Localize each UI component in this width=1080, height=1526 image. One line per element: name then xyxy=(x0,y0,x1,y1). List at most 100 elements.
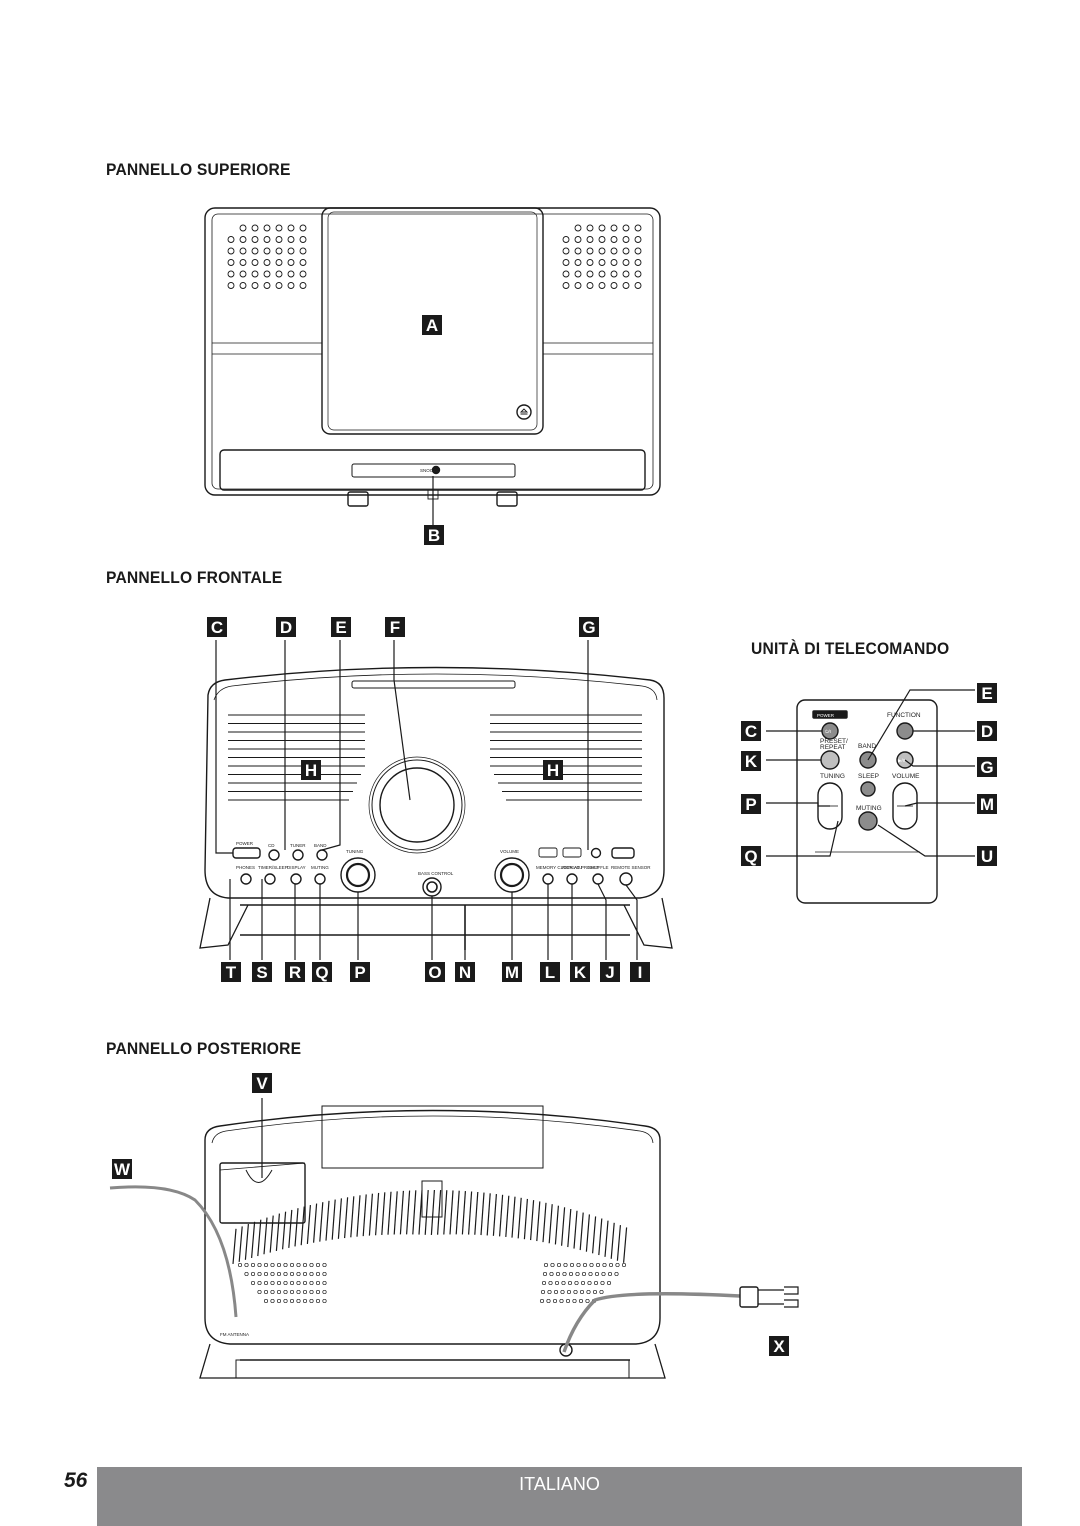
page-number: 56 xyxy=(64,1469,88,1492)
label-k: K xyxy=(741,751,761,771)
svg-text:B: B xyxy=(428,526,440,545)
svg-text:E: E xyxy=(981,684,992,703)
svg-text:C: C xyxy=(211,618,223,637)
rear-panel-drawing xyxy=(109,1105,799,1379)
label-r: R xyxy=(285,962,305,982)
svg-text:K: K xyxy=(574,963,587,982)
display-text: DISPLAY xyxy=(287,865,306,870)
svg-text:S: S xyxy=(256,963,267,982)
muting-text: MUTING xyxy=(311,865,329,870)
label-q: Q xyxy=(312,962,332,982)
svg-text:G: G xyxy=(582,618,595,637)
svg-text:R: R xyxy=(289,963,301,982)
svg-text:N: N xyxy=(459,963,471,982)
label-h: H xyxy=(301,760,321,780)
svg-text:W: W xyxy=(114,1160,131,1179)
svg-text:D: D xyxy=(280,618,292,637)
remote-function-text: FUNCTION xyxy=(887,712,921,719)
footer-bar xyxy=(97,1467,1022,1526)
label-c: C xyxy=(741,721,761,741)
svg-text:C: C xyxy=(745,722,757,741)
svg-text:O: O xyxy=(428,963,441,982)
svg-text:V: V xyxy=(256,1074,268,1093)
label-v: V xyxy=(252,1073,272,1093)
label-f: F xyxy=(385,617,405,637)
label-q: Q xyxy=(741,846,761,866)
svg-text:I: I xyxy=(638,963,643,982)
front-panel-drawing xyxy=(199,666,673,950)
timer-sleep-text: TIMER/SLEEP xyxy=(258,865,288,870)
label-s: S xyxy=(252,962,272,982)
label-x: X xyxy=(769,1336,789,1356)
label-g: G xyxy=(977,757,997,777)
remote-play-pause-text: ▶/II xyxy=(898,758,905,763)
label-p: P xyxy=(741,794,761,814)
label-m: M xyxy=(502,962,522,982)
svg-text:Q: Q xyxy=(315,963,328,982)
label-e: E xyxy=(331,617,351,637)
label-k: K xyxy=(570,962,590,982)
label-d: D xyxy=(276,617,296,637)
label-a: A xyxy=(422,315,442,335)
svg-text:A: A xyxy=(426,316,438,335)
label-h: H xyxy=(543,760,563,780)
remote-sleep-text: SLEEP xyxy=(858,773,879,780)
svg-text:K: K xyxy=(745,752,758,771)
power-text: POWER xyxy=(236,841,254,846)
label-i: I xyxy=(630,962,650,982)
remote-preset-text-1: PRESET/ xyxy=(820,738,848,745)
svg-text:P: P xyxy=(354,963,365,982)
heading-front-panel: PANNELLO FRONTALE xyxy=(106,568,283,587)
footer-language: ITALIANO xyxy=(519,1474,600,1494)
svg-text:H: H xyxy=(305,761,317,780)
remote-band-text: BAND xyxy=(858,743,876,750)
volume-text: VOLUME xyxy=(500,849,519,854)
label-w: W xyxy=(112,1159,132,1179)
bass-control-text: BASS CONTROL xyxy=(418,871,454,876)
top-panel-drawing xyxy=(204,207,661,507)
heading-rear-panel: PANNELLO POSTERIORE xyxy=(106,1039,302,1058)
svg-text:G: G xyxy=(980,758,993,777)
remote-text-layer: POWER ⏻/I FUNCTION PRESET/ REPEAT BAND ▶… xyxy=(817,712,921,812)
shuffle-text: SHUFFLE xyxy=(588,865,609,870)
label-p: P xyxy=(350,962,370,982)
heading-top-panel: PANNELLO SUPERIORE xyxy=(106,160,291,179)
label-c: C xyxy=(207,617,227,637)
label-o: O xyxy=(425,962,445,982)
svg-text:L: L xyxy=(545,963,555,982)
remote-sensor-text: REMOTE SENSOR xyxy=(611,865,651,870)
leader-lines xyxy=(215,476,975,1178)
device-text-layer: SNOOZE CD TUNER BAND POWER TUNING VOLUME… xyxy=(220,468,651,1337)
svg-text:X: X xyxy=(773,1337,785,1356)
remote-tuning-text: TUNING xyxy=(820,773,845,780)
repeat-preset-text: REPEAT PRESET xyxy=(562,865,599,870)
label-e: E xyxy=(977,683,997,703)
svg-text:Q: Q xyxy=(744,847,757,866)
svg-text:T: T xyxy=(226,963,237,982)
remote-power-symbol: ⏻/I xyxy=(825,729,831,734)
remote-muting-text: MUTING xyxy=(856,805,882,812)
svg-text:E: E xyxy=(335,618,346,637)
label-b: B xyxy=(424,525,444,545)
snooze-text: SNOOZE xyxy=(420,468,439,473)
band-text: BAND xyxy=(314,843,327,848)
heading-remote: UNITÀ DI TELECOMANDO xyxy=(751,639,950,658)
phones-text: PHONES xyxy=(236,865,255,870)
svg-text:M: M xyxy=(505,963,519,982)
memory-clock-text: MEMORY CLOCK ADJ xyxy=(536,865,582,870)
svg-text:U: U xyxy=(981,847,993,866)
svg-text:H: H xyxy=(547,761,559,780)
remote-preset-text-2: REPEAT xyxy=(820,744,846,751)
tuner-text: TUNER xyxy=(290,843,306,848)
remote-volume-text: VOLUME xyxy=(892,773,920,780)
label-l: L xyxy=(540,962,560,982)
label-d: D xyxy=(977,721,997,741)
svg-text:P: P xyxy=(745,795,756,814)
label-n: N xyxy=(455,962,475,982)
tuning-text: TUNING xyxy=(346,849,364,854)
svg-text:M: M xyxy=(980,795,994,814)
cd-text: CD xyxy=(268,843,275,848)
svg-text:D: D xyxy=(981,722,993,741)
